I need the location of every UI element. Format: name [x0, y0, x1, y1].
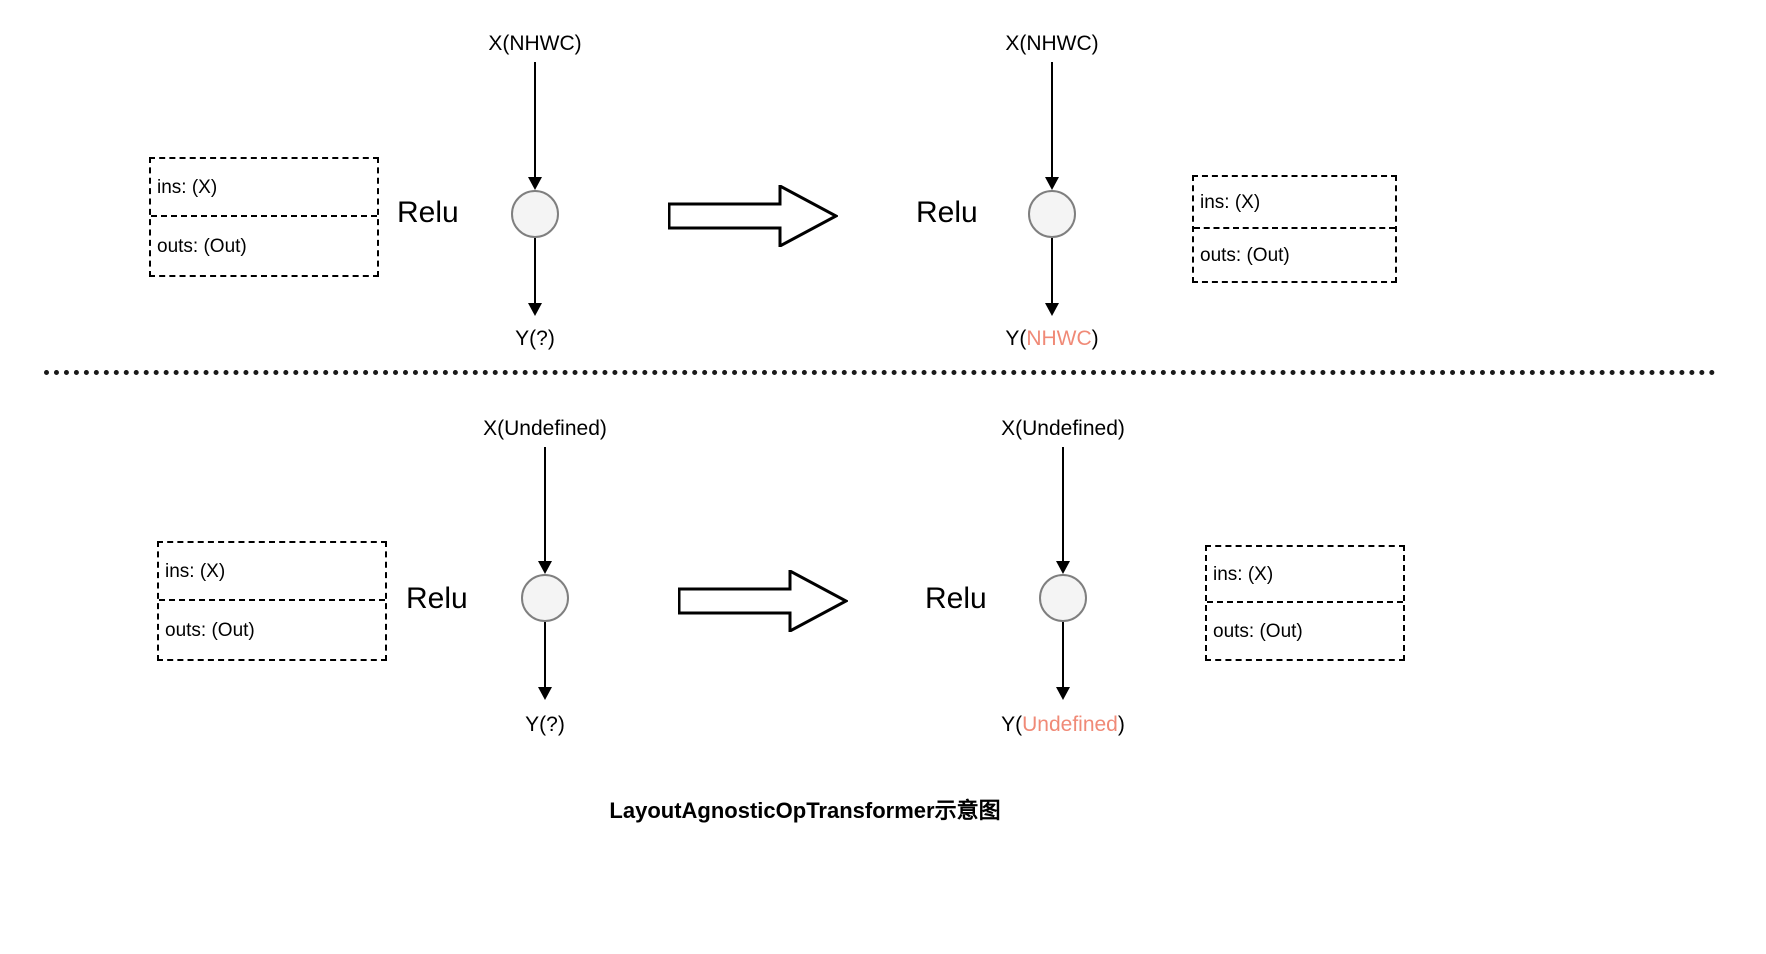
- op-node-row1-after: [1028, 190, 1076, 238]
- output-suffix: ): [557, 713, 565, 736]
- output-prefix: Y(: [515, 327, 537, 350]
- figure-caption: LayoutAgnosticOpTransformer示意图: [609, 798, 1001, 823]
- signature-box-after-row2: ins: (X) outs: (Out): [1205, 545, 1405, 661]
- output-layout-token: Undefined: [1022, 713, 1118, 736]
- signature-ins-row1-before: ins: (X): [151, 159, 377, 217]
- edge-in-row1-before: [527, 62, 543, 190]
- edge-out-row2-before: [537, 622, 553, 700]
- output-prefix: Y(: [1005, 327, 1027, 350]
- signature-outs-row2-before: outs: (Out): [165, 619, 255, 641]
- op-node-row1-before: [511, 190, 559, 238]
- op-node-row2-before: [521, 574, 569, 622]
- output-suffix: ): [1117, 713, 1125, 736]
- edge-out-row1-after: [1044, 238, 1060, 316]
- input-label-row2-after: X(Undefined): [1001, 417, 1125, 440]
- op-name-row1-after: Relu: [916, 196, 978, 229]
- output-label-row2-before: Y(?): [525, 714, 565, 735]
- output-layout-token: ?: [536, 327, 548, 350]
- signature-box-after-row1: ins: (X) outs: (Out): [1192, 175, 1397, 283]
- output-layout-token: ?: [546, 713, 558, 736]
- input-label-row1-before: X(NHWC): [488, 32, 582, 55]
- edge-in-row2-after: [1055, 447, 1071, 574]
- output-prefix: Y(: [1001, 713, 1023, 736]
- signature-ins-row1-after: ins: (X): [1194, 177, 1395, 229]
- output-layout-token: NHWC: [1026, 327, 1092, 350]
- output-label-row2-after: Y(Undefined): [1001, 714, 1125, 735]
- output-prefix: Y(: [525, 713, 547, 736]
- signature-outs-row1-before: outs: (Out): [157, 235, 247, 257]
- op-name-row1-before: Relu: [397, 196, 459, 229]
- transform-arrow-row1: [668, 185, 838, 247]
- edge-in-row2-before: [537, 447, 553, 574]
- signature-box-before-row2: ins: (X) outs: (Out): [157, 541, 387, 661]
- signature-box-before-row1: ins: (X) outs: (Out): [149, 157, 379, 277]
- op-name-row2-before: Relu: [406, 582, 468, 615]
- op-node-row2-after: [1039, 574, 1087, 622]
- output-suffix: ): [547, 327, 555, 350]
- output-label-row1-after: Y(NHWC): [1005, 328, 1098, 349]
- signature-outs-row2-after: outs: (Out): [1213, 620, 1303, 642]
- signature-ins-row2-after: ins: (X): [1207, 547, 1403, 603]
- edge-in-row1-after: [1044, 62, 1060, 190]
- input-label-row1-after: X(NHWC): [1005, 32, 1099, 55]
- output-suffix: ): [1091, 327, 1099, 350]
- transform-arrow-row2: [678, 570, 848, 632]
- edge-out-row1-before: [527, 238, 543, 316]
- edge-out-row2-after: [1055, 622, 1071, 700]
- signature-outs-row1-after: outs: (Out): [1200, 244, 1290, 266]
- section-divider: [44, 370, 1716, 375]
- output-label-row1-before: Y(?): [515, 328, 555, 349]
- op-name-row2-after: Relu: [925, 582, 987, 615]
- input-label-row2-before: X(Undefined): [483, 417, 607, 440]
- signature-ins-row2-before: ins: (X): [159, 543, 385, 601]
